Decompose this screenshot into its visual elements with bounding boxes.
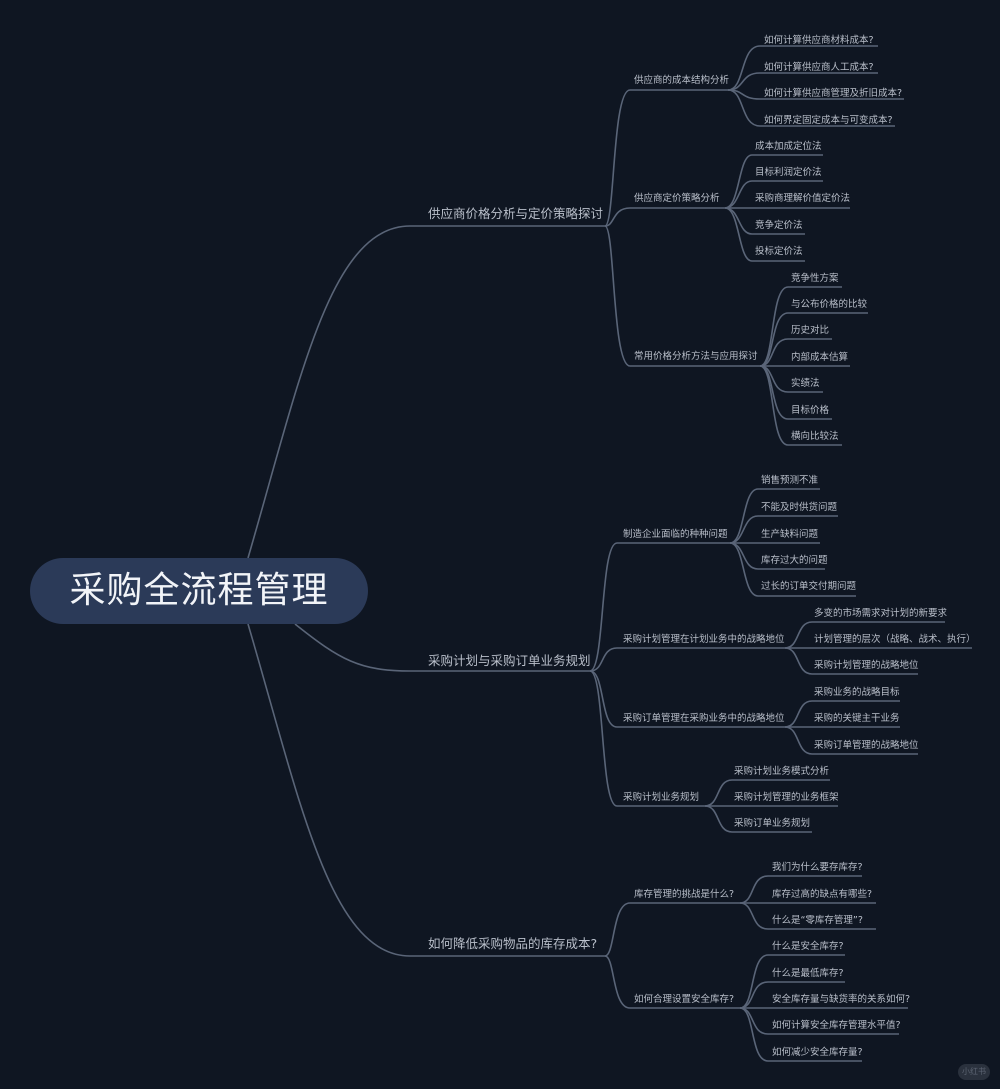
leaf-node[interactable]: 历史对比 <box>791 325 830 336</box>
leaf-node[interactable]: 如何界定固定成本与可变成本? <box>764 115 893 126</box>
leaf-node[interactable]: 采购计划业务模式分析 <box>734 766 830 777</box>
watermark-badge: 小红书 <box>958 1064 990 1080</box>
leaf-node[interactable]: 多变的市场需求对计划的新要求 <box>814 608 948 619</box>
leaf-node[interactable]: 计划管理的层次（战略、战术、执行） <box>814 634 976 645</box>
leaf-node[interactable]: 采购计划管理的战略地位 <box>814 660 919 671</box>
leaf-node[interactable]: 我们为什么要存库存? <box>772 862 863 873</box>
leaf-node[interactable]: 内部成本估算 <box>791 352 849 363</box>
leaf-node[interactable]: 什么是最低库存? <box>772 968 844 979</box>
leaf-node[interactable]: 竞争定价法 <box>755 220 803 231</box>
leaf-node[interactable]: 目标利润定价法 <box>755 167 822 178</box>
leaf-node[interactable]: 如何计算供应商材料成本? <box>764 35 874 46</box>
root-node[interactable]: 采购全流程管理 <box>30 558 368 624</box>
leaf-node[interactable]: 库存过高的缺点有哪些? <box>772 889 873 900</box>
leaf-node[interactable]: 横向比较法 <box>791 431 839 442</box>
leaf-node[interactable]: 过长的订单交付期问题 <box>761 581 857 592</box>
leaf-node[interactable]: 安全库存量与缺货率的关系如何? <box>772 994 911 1005</box>
leaf-node[interactable]: 采购订单管理的战略地位 <box>814 740 919 751</box>
leaf-node[interactable]: 成本加成定位法 <box>755 141 822 152</box>
leaf-node[interactable]: 采购订单业务规划 <box>734 818 811 829</box>
subtopic-node[interactable]: 制造企业面临的种种问题 <box>623 529 728 540</box>
leaf-node[interactable]: 与公布价格的比较 <box>791 299 868 310</box>
subtopic-node[interactable]: 库存管理的挑战是什么? <box>634 889 735 900</box>
leaf-node[interactable]: 如何计算供应商管理及折旧成本? <box>764 88 903 99</box>
leaf-node[interactable]: 不能及时供货问题 <box>761 502 838 513</box>
leaf-node[interactable]: 采购商理解价值定价法 <box>755 193 851 204</box>
leaf-node[interactable]: 目标价格 <box>791 405 830 416</box>
leaf-node[interactable]: 竞争性方案 <box>791 273 839 284</box>
subtopic-node[interactable]: 常用价格分析方法与应用探讨 <box>634 351 758 362</box>
leaf-node[interactable]: 库存过大的问题 <box>761 555 828 566</box>
leaf-node[interactable]: 如何减少安全库存量? <box>772 1047 863 1058</box>
leaf-node[interactable]: 生产缺料问题 <box>761 529 819 540</box>
subtopic-node[interactable]: 采购计划管理在计划业务中的战略地位 <box>623 634 785 645</box>
leaf-node[interactable]: 实绩法 <box>791 378 820 389</box>
branch-node-inventory-cost[interactable]: 如何降低采购物品的库存成本? <box>428 936 598 951</box>
subtopic-node[interactable]: 如何合理设置安全库存? <box>634 994 735 1005</box>
leaf-node[interactable]: 采购业务的战略目标 <box>814 687 900 698</box>
leaf-node[interactable]: 投标定价法 <box>755 246 803 257</box>
leaf-node[interactable]: 采购的关键主干业务 <box>814 713 900 724</box>
branch-node-purchase-planning[interactable]: 采购计划与采购订单业务规划 <box>428 653 591 668</box>
leaf-node[interactable]: 采购计划管理的业务框架 <box>734 792 839 803</box>
leaf-node[interactable]: 什么是“零库存管理”? <box>772 915 863 926</box>
branch-node-price-analysis[interactable]: 供应商价格分析与定价策略探讨 <box>428 206 604 221</box>
subtopic-node[interactable]: 采购计划业务规划 <box>623 792 700 803</box>
leaf-node[interactable]: 如何计算供应商人工成本? <box>764 62 874 73</box>
subtopic-node[interactable]: 采购订单管理在采购业务中的战略地位 <box>623 713 785 724</box>
subtopic-node[interactable]: 供应商的成本结构分析 <box>634 75 730 86</box>
leaf-node[interactable]: 什么是安全库存? <box>772 941 844 952</box>
subtopic-node[interactable]: 供应商定价策略分析 <box>634 193 720 204</box>
leaf-node[interactable]: 如何计算安全库存管理水平值? <box>772 1020 901 1031</box>
leaf-node[interactable]: 销售预测不准 <box>761 475 819 486</box>
